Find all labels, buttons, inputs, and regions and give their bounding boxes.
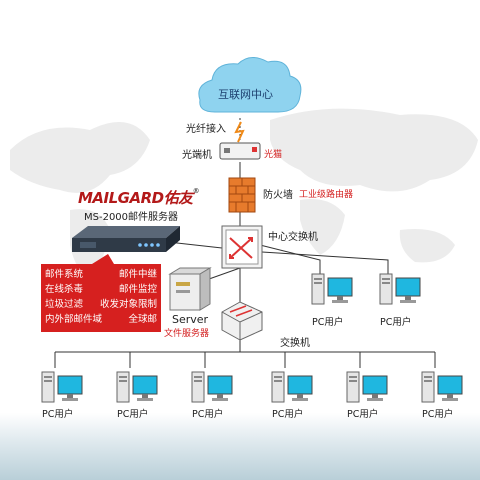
feature-row: 内外部邮件域全球邮	[45, 314, 157, 325]
core-switch-label: 中心交换机	[268, 232, 318, 243]
switch-icon	[221, 301, 263, 341]
firewall-label: 防火墙	[263, 190, 293, 201]
pc-user-label: PC用户	[422, 409, 454, 420]
server-label: Server	[172, 313, 209, 326]
pc-icon	[346, 371, 388, 403]
internet-cloud-icon	[198, 57, 302, 113]
optical-terminal-icon	[219, 142, 261, 160]
firewall-icon	[228, 177, 256, 213]
pc-icon	[41, 371, 83, 403]
pc-icon	[379, 273, 421, 305]
pc-user-label: PC用户	[42, 409, 74, 420]
pc-user-label: PC用户	[272, 409, 304, 420]
server-sublabel: 文件服务器	[164, 329, 210, 339]
pc-user-label: PC用户	[312, 317, 344, 328]
terminal-tag: 光猫	[264, 150, 283, 160]
brand-logo: MAILGARD佑友®	[78, 187, 200, 207]
pc-icon	[116, 371, 158, 403]
mail-server-appliance-icon	[72, 226, 180, 252]
pc-user-label: PC用户	[380, 317, 412, 328]
device-model: MS-2000邮件服务器	[84, 212, 179, 223]
pc-user-label: PC用户	[192, 409, 224, 420]
switch-label: 交换机	[280, 338, 310, 349]
callout-pointer	[92, 254, 114, 264]
feature-list: 邮件系统邮件中继 在线杀毒邮件监控 垃圾过滤收发对象限制 内外部邮件域全球邮	[41, 264, 161, 332]
pc-icon	[271, 371, 313, 403]
terminal-label: 光端机	[182, 150, 212, 161]
pc-user-label: PC用户	[347, 409, 379, 420]
pc-icon	[421, 371, 463, 403]
feature-row: 在线杀毒邮件监控	[45, 284, 157, 295]
pc-icon	[311, 273, 353, 305]
cloud-label: 互联网中心	[218, 88, 273, 101]
fiber-lightning-icon	[234, 121, 245, 143]
file-server-icon	[168, 267, 212, 311]
fiber-label: 光纤接入	[186, 124, 226, 135]
firewall-tag: 工业级路由器	[299, 190, 354, 200]
pc-user-label: PC用户	[117, 409, 149, 420]
pc-icon	[191, 371, 233, 403]
feature-row: 邮件系统邮件中继	[45, 269, 157, 280]
feature-row: 垃圾过滤收发对象限制	[45, 299, 157, 310]
core-switch-icon	[221, 225, 263, 269]
